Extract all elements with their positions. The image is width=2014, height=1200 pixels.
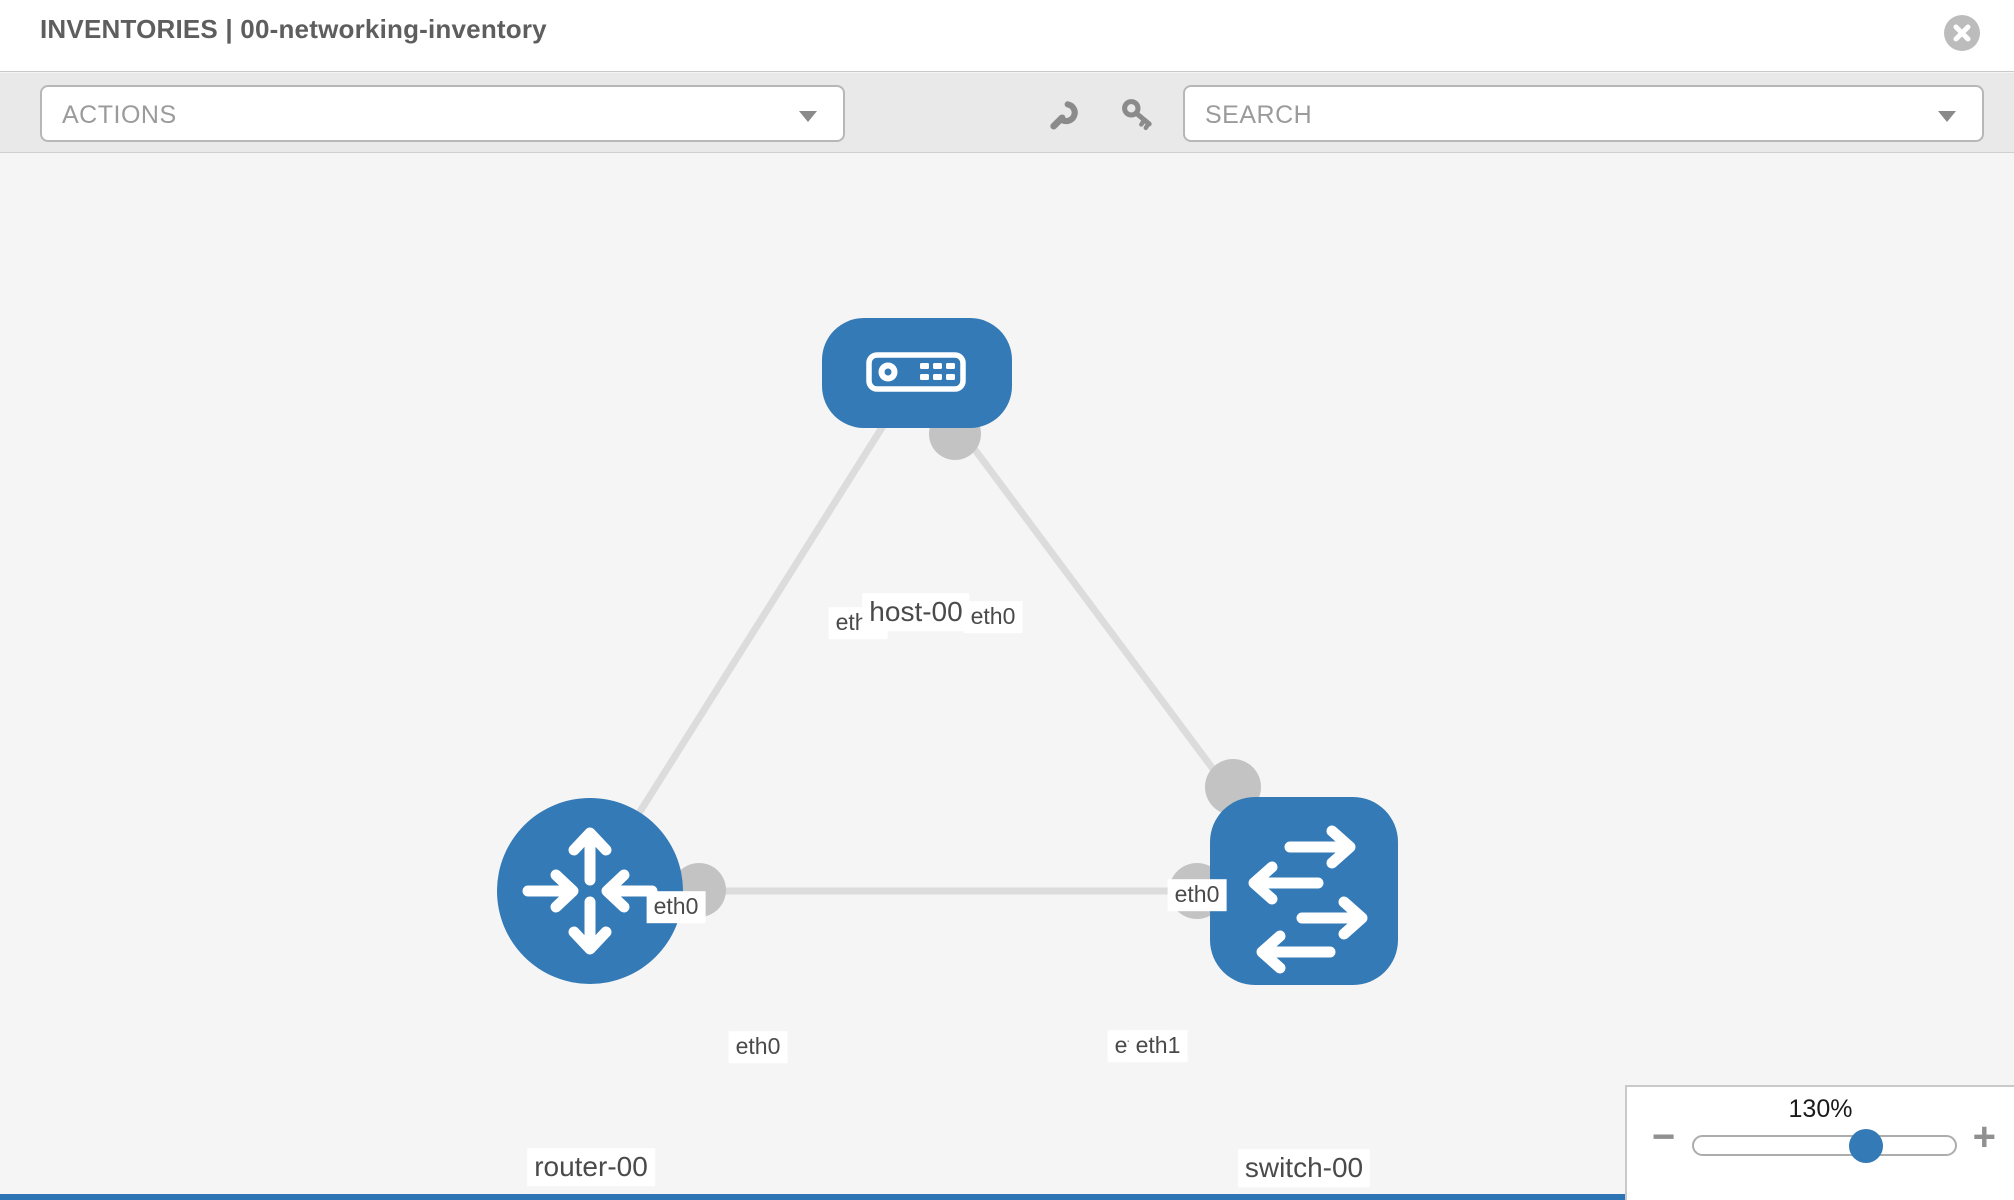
bottom-accent-bar: [0, 1194, 2014, 1200]
interface-label: eth1: [1128, 1030, 1188, 1062]
host-icon: [866, 352, 966, 392]
search-dropdown-label: SEARCH: [1205, 101, 1313, 129]
zoom-out-button[interactable]: −: [1652, 1115, 1676, 1159]
configure-nodes-button[interactable]: [1044, 93, 1088, 137]
node-label-host: host-00: [862, 593, 970, 631]
interface-label: eth0: [1167, 879, 1227, 911]
node-switch-00[interactable]: [1210, 797, 1398, 985]
search-dropdown[interactable]: SEARCH: [1183, 85, 1984, 142]
node-host-00[interactable]: [822, 318, 1012, 428]
zoom-panel: 130% − +: [1625, 1085, 2014, 1200]
interface-label: eth0: [728, 1031, 788, 1063]
zoom-slider-thumb[interactable]: [1849, 1129, 1883, 1163]
interface-label: eth0: [646, 891, 706, 923]
toolbar: ACTIONS SEARCH: [0, 73, 2014, 153]
node-label-router: router-00: [527, 1148, 655, 1186]
close-button[interactable]: [1944, 15, 1980, 51]
close-icon: [1953, 24, 1971, 42]
link-host-router: [587, 370, 920, 893]
chevron-down-icon: [1938, 111, 1956, 122]
node-label-switch: switch-00: [1237, 1149, 1371, 1187]
switch-icon: [1248, 825, 1368, 974]
key-icon: [1122, 99, 1152, 131]
topology-canvas[interactable]: eth0 eth0 eth0 eth0 eth0 eth0 eth1 host-…: [0, 154, 2014, 1200]
page-title: INVENTORIES | 00-networking-inventory: [40, 14, 547, 44]
credentials-button[interactable]: [1116, 93, 1160, 137]
zoom-in-button[interactable]: +: [1972, 1115, 1996, 1159]
interface-label: eth0: [963, 601, 1023, 633]
actions-dropdown[interactable]: ACTIONS: [40, 85, 845, 142]
zoom-level-value: 130%: [1788, 1095, 1853, 1123]
actions-dropdown-label: ACTIONS: [62, 101, 177, 129]
wrench-icon: [1050, 101, 1078, 130]
panel-header: INVENTORIES | 00-networking-inventory: [0, 0, 2014, 72]
node-router-00[interactable]: [497, 798, 683, 984]
router-icon: [522, 827, 658, 955]
zoom-slider[interactable]: [1692, 1129, 1957, 1163]
chevron-down-icon: [799, 111, 817, 122]
